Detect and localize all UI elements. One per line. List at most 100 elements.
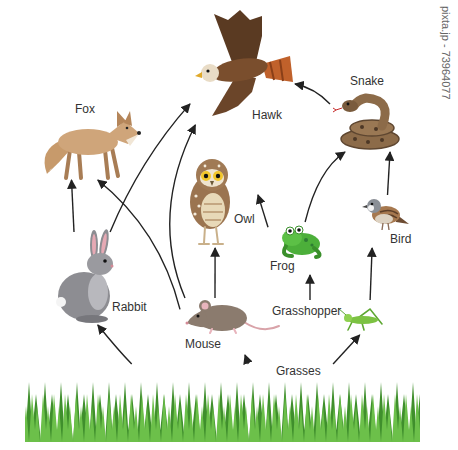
food-arrow <box>370 248 372 300</box>
frog-picture-part <box>284 246 320 257</box>
organism-node: Owl <box>180 158 258 248</box>
organism-label: Grasses <box>276 364 321 378</box>
owl-picture-part <box>203 204 223 220</box>
rabbit-picture-part <box>111 265 114 268</box>
rabbit-picture-part <box>58 272 110 320</box>
rabbit-picture-part <box>100 233 108 255</box>
snake-picture-part <box>347 103 350 106</box>
owl-picture-part <box>196 159 228 191</box>
organism-node: Bird <box>360 195 415 248</box>
organism-node: Grasshopper <box>270 300 385 335</box>
owl-picture-part <box>216 174 220 178</box>
grass-picture <box>25 380 420 442</box>
bird-picture-part <box>382 223 389 230</box>
fox-picture-part <box>47 166 55 174</box>
food-arrow <box>170 125 196 298</box>
mouse-picture <box>186 300 280 333</box>
owl-picture-part <box>194 194 197 197</box>
snake-picture-part <box>353 137 357 141</box>
fox-picture-part <box>117 111 132 127</box>
mouse-picture-part <box>244 322 279 329</box>
owl-picture-part <box>193 212 196 215</box>
snake-picture-part <box>342 100 358 112</box>
rabbit-picture-part <box>103 259 107 263</box>
owl-picture-part <box>204 165 207 168</box>
organism-label: Fox <box>75 102 95 116</box>
owl-picture-part <box>201 193 225 227</box>
mouse-picture-part <box>210 329 236 333</box>
bird-picture-part <box>371 203 374 206</box>
bird-picture-part <box>375 214 393 224</box>
organism-label: Hawk <box>252 108 282 122</box>
grasshopper-picture-part <box>348 316 378 324</box>
mouse-picture-part <box>197 315 200 318</box>
frog-picture-part <box>297 228 301 232</box>
fox-picture-part <box>58 129 118 155</box>
snake-picture-part <box>333 108 342 112</box>
owl-picture-part <box>213 171 223 181</box>
rabbit-picture-part <box>92 234 96 256</box>
owl-picture-part <box>210 181 214 186</box>
food-arrow <box>245 355 248 364</box>
hawk-picture-part <box>201 64 219 82</box>
frog-picture-part <box>295 226 303 234</box>
hawk-picture-part <box>214 10 262 62</box>
grasshopper-picture <box>338 308 382 330</box>
organism-node: Snake <box>330 72 405 152</box>
snake-picture-part <box>366 140 370 144</box>
food-arrow <box>214 248 216 298</box>
fox-picture-part <box>137 131 141 135</box>
frog-picture-part <box>304 238 308 242</box>
organism-node: Grasses <box>25 364 420 445</box>
food-arrow <box>98 180 180 309</box>
mouse-picture-part <box>186 322 189 325</box>
hawk-picture-part <box>270 60 283 81</box>
snake-picture-part <box>374 127 378 131</box>
grasshopper-picture-part <box>348 309 382 330</box>
food-arrow <box>72 180 75 232</box>
bird-picture-part <box>362 205 367 208</box>
hawk-picture-part <box>211 54 270 85</box>
organism-node: Mouse <box>180 298 280 355</box>
food-arrow <box>309 275 310 300</box>
fox-picture <box>45 111 141 178</box>
snake-picture <box>333 98 399 149</box>
owl-picture-part <box>200 169 224 187</box>
organism-node: Frog <box>268 222 325 275</box>
organism-label: Frog <box>270 259 295 273</box>
organism-label: Rabbit <box>112 300 147 314</box>
grasshopper-picture-part <box>344 314 352 322</box>
frog-picture <box>282 226 320 257</box>
frog-picture-part <box>310 243 313 246</box>
hawk-picture-part <box>206 69 209 72</box>
bird-picture <box>362 199 409 230</box>
fox-picture-part <box>126 127 129 130</box>
food-arrow <box>258 195 268 227</box>
hawk-picture-part <box>195 72 202 78</box>
mouse-picture-part <box>202 303 209 310</box>
organism-node: Hawk <box>190 8 295 125</box>
food-arrow <box>305 152 345 222</box>
bird-picture-part <box>367 199 381 213</box>
mouse-picture-part <box>199 300 211 312</box>
snake-picture-part <box>380 138 384 142</box>
owl-picture-part <box>218 165 221 168</box>
owl-picture-part <box>201 171 211 181</box>
owl-picture-part <box>204 174 208 178</box>
owl-picture-part <box>197 204 200 207</box>
fox-picture-part <box>126 134 139 146</box>
food-arrow <box>98 325 132 364</box>
organism-label: Grasshopper <box>272 304 341 318</box>
hawk-picture <box>195 10 293 116</box>
rabbit-picture-part <box>87 253 113 275</box>
frog-picture-part <box>286 227 294 235</box>
owl-picture-part <box>199 227 223 244</box>
hawk-picture-part <box>212 76 256 116</box>
organism-label: Bird <box>390 232 411 246</box>
owl-picture <box>190 159 230 244</box>
food-arrow <box>295 84 330 104</box>
bird-picture-part <box>368 205 374 211</box>
mouse-picture-part <box>187 310 210 327</box>
